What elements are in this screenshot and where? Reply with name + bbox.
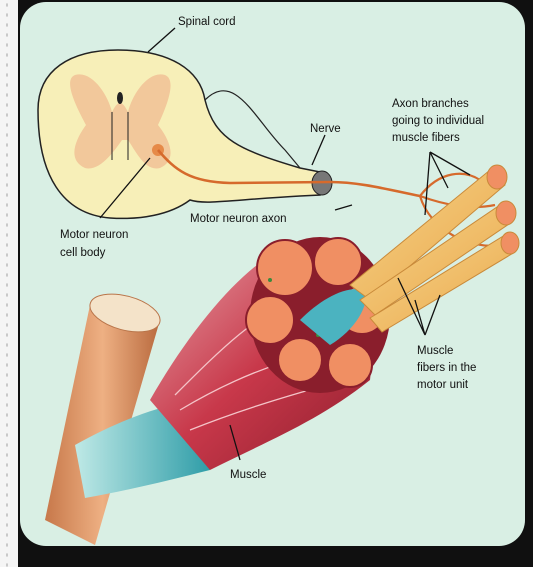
label-cell-body-2: cell body [60, 247, 106, 259]
label-axon-branches-2: going to individual [392, 115, 484, 127]
label-spinal-cord: Spinal cord [178, 16, 236, 28]
label-nerve: Nerve [310, 123, 341, 135]
label-muscle: Muscle [230, 469, 266, 481]
label-muscle-fibers-2: fibers in the [417, 362, 476, 374]
label-cell-body-1: Motor neuron [60, 229, 128, 241]
label-axon-branches-3: muscle fibers [392, 132, 460, 144]
label-muscle-fibers-1: Muscle [417, 345, 453, 357]
label-muscle-fibers-3: motor unit [417, 379, 469, 391]
label-axon-branches-1: Axon branches [392, 98, 469, 110]
label-motor-neuron-axon: Motor neuron axon [190, 213, 287, 225]
